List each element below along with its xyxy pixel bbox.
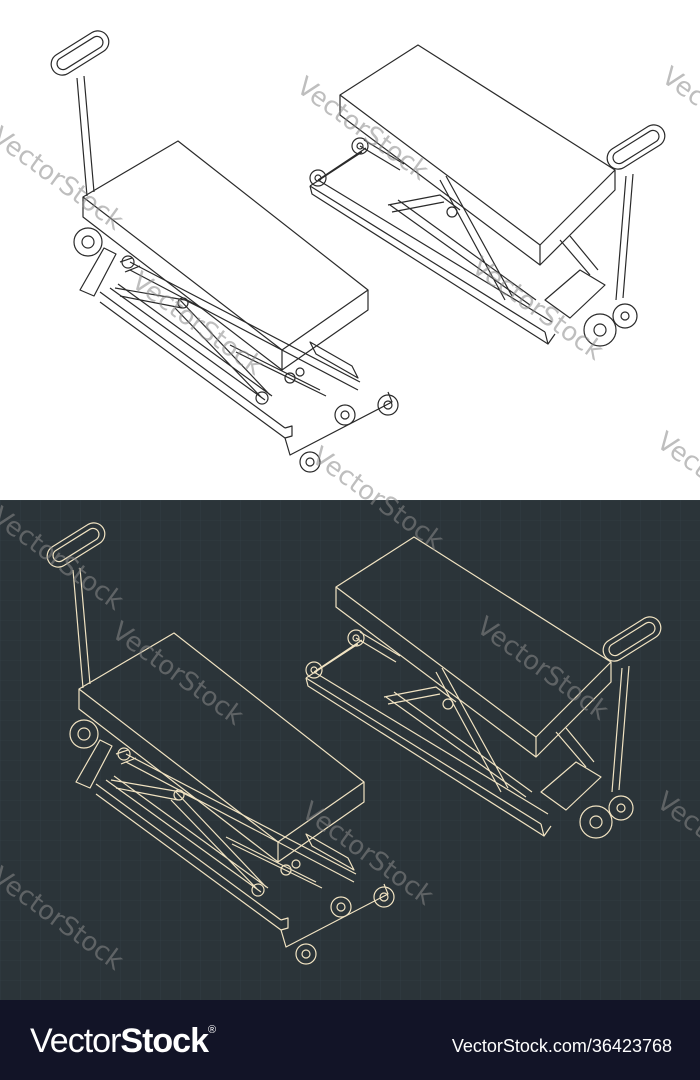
footer-bar: VectorStock® VectorStock.com/36423768: [0, 1000, 700, 1080]
blueprint-grid: [0, 500, 700, 1000]
registered-mark: ®: [207, 1024, 216, 1036]
lift-table-drawings: VectorStock VectorStock VectorStock Vect…: [0, 0, 700, 1000]
vectorstock-logo: VectorStock®: [30, 1022, 216, 1061]
image-url: VectorStock.com/36423768: [451, 1036, 672, 1056]
logo-bold: Stock: [120, 1022, 209, 1060]
light-panel-background: [0, 0, 700, 500]
logo-thin: Vector: [30, 1022, 121, 1060]
